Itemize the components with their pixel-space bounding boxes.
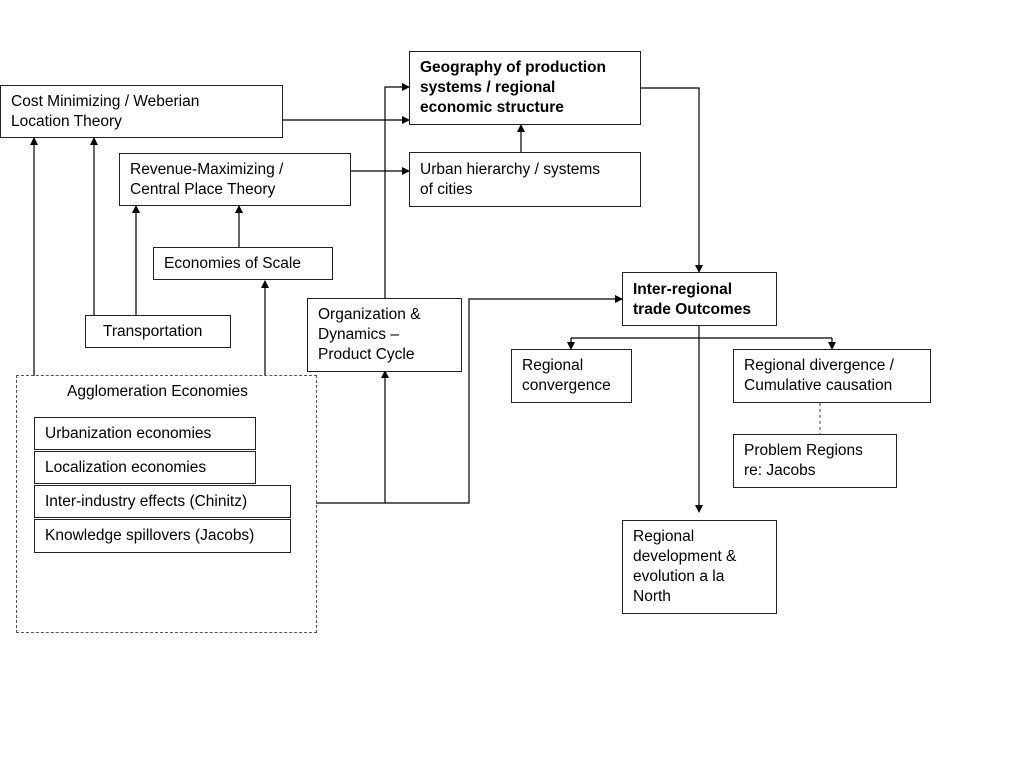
arrow-organization-to-geography xyxy=(384,83,410,299)
economies-of-scale-box: Economies of Scale xyxy=(153,247,333,280)
organization-dynamics-box: Organization & Dynamics – Product Cycle xyxy=(307,298,462,372)
regional-development-box: Regional development & evolution a la No… xyxy=(622,520,777,614)
geography-production-box: Geography of production systems / region… xyxy=(409,51,641,125)
inter-industry-effects-box: Inter-industry effects (Chinitz) xyxy=(34,485,291,518)
transportation-box: Transportation xyxy=(85,315,231,348)
line-agglomeration-out xyxy=(316,295,623,504)
regional-divergence-box: Regional divergence / Cumulative causati… xyxy=(733,349,931,403)
knowledge-spillovers-box: Knowledge spillovers (Jacobs) xyxy=(34,519,291,553)
urbanization-economies-box: Urbanization economies xyxy=(34,417,256,450)
arrow-geography-to-trade xyxy=(641,87,703,273)
agglomeration-economies-group xyxy=(16,375,317,633)
regional-convergence-box: Regional convergence xyxy=(511,349,632,403)
revenue-maximizing-box: Revenue-Maximizing / Central Place Theor… xyxy=(119,153,351,206)
inter-regional-trade-box: Inter-regional trade Outcomes xyxy=(622,272,777,326)
urban-hierarchy-box: Urban hierarchy / systems of cities xyxy=(409,152,641,207)
problem-regions-box: Problem Regions re: Jacobs xyxy=(733,434,897,488)
agglomeration-title: Agglomeration Economies xyxy=(67,383,248,400)
cost-minimizing-box: Cost Minimizing / Weberian Location Theo… xyxy=(0,85,283,138)
localization-economies-box: Localization economies xyxy=(34,451,256,484)
